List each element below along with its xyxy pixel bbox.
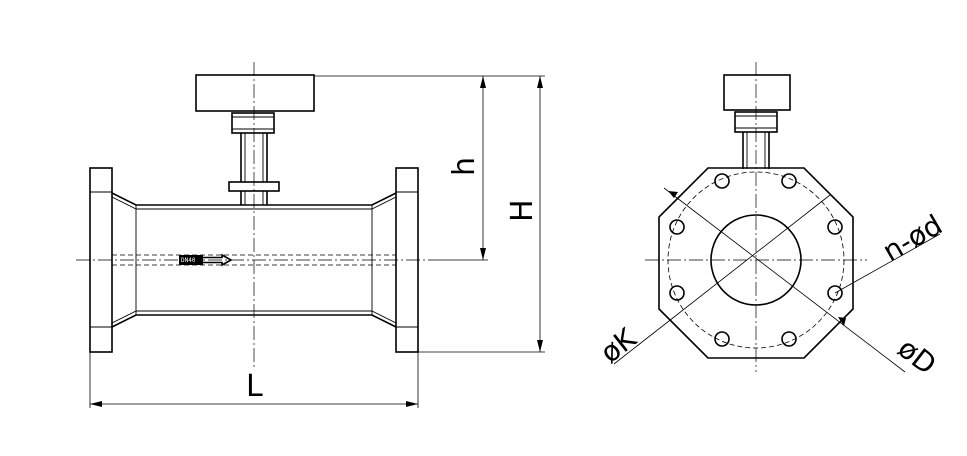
display-head	[195, 74, 315, 112]
flange-outline	[658, 167, 854, 359]
leader-bolt-holes	[834, 233, 941, 294]
leader-bolt-circle	[613, 194, 831, 365]
label-flange-diameter: øD	[892, 332, 943, 382]
label-height-axis: h	[447, 157, 482, 176]
bolt-holes	[669, 173, 843, 347]
svg-text:DN40: DN40	[181, 257, 196, 264]
dimension-length: L	[89, 352, 419, 408]
dimension-height-axis: h	[314, 75, 488, 261]
dimension-height-total: H	[418, 75, 545, 353]
label-height-total: H	[505, 199, 540, 222]
bolt-hole	[781, 173, 797, 189]
leader-diameter	[663, 187, 906, 373]
side-view: DN40 L	[76, 62, 545, 408]
bolt-hole	[669, 219, 685, 235]
bolt-hole	[781, 331, 797, 347]
front-display-head	[723, 74, 791, 169]
bolt-hole	[669, 285, 685, 301]
bolt-hole	[827, 285, 843, 301]
label-bolt-holes: n-ød	[877, 208, 948, 268]
connector-nut	[231, 112, 275, 134]
bolt-hole	[714, 173, 730, 189]
bolt-hole	[827, 219, 843, 235]
bolt-hole	[714, 331, 730, 347]
flow-direction-arrow: DN40	[179, 253, 233, 267]
label-length: L	[246, 369, 263, 404]
front-view: n-ød øK øD	[594, 62, 948, 381]
right-flange	[395, 167, 419, 353]
label-bolt-circle: øK	[594, 321, 643, 369]
left-flange	[89, 167, 113, 353]
